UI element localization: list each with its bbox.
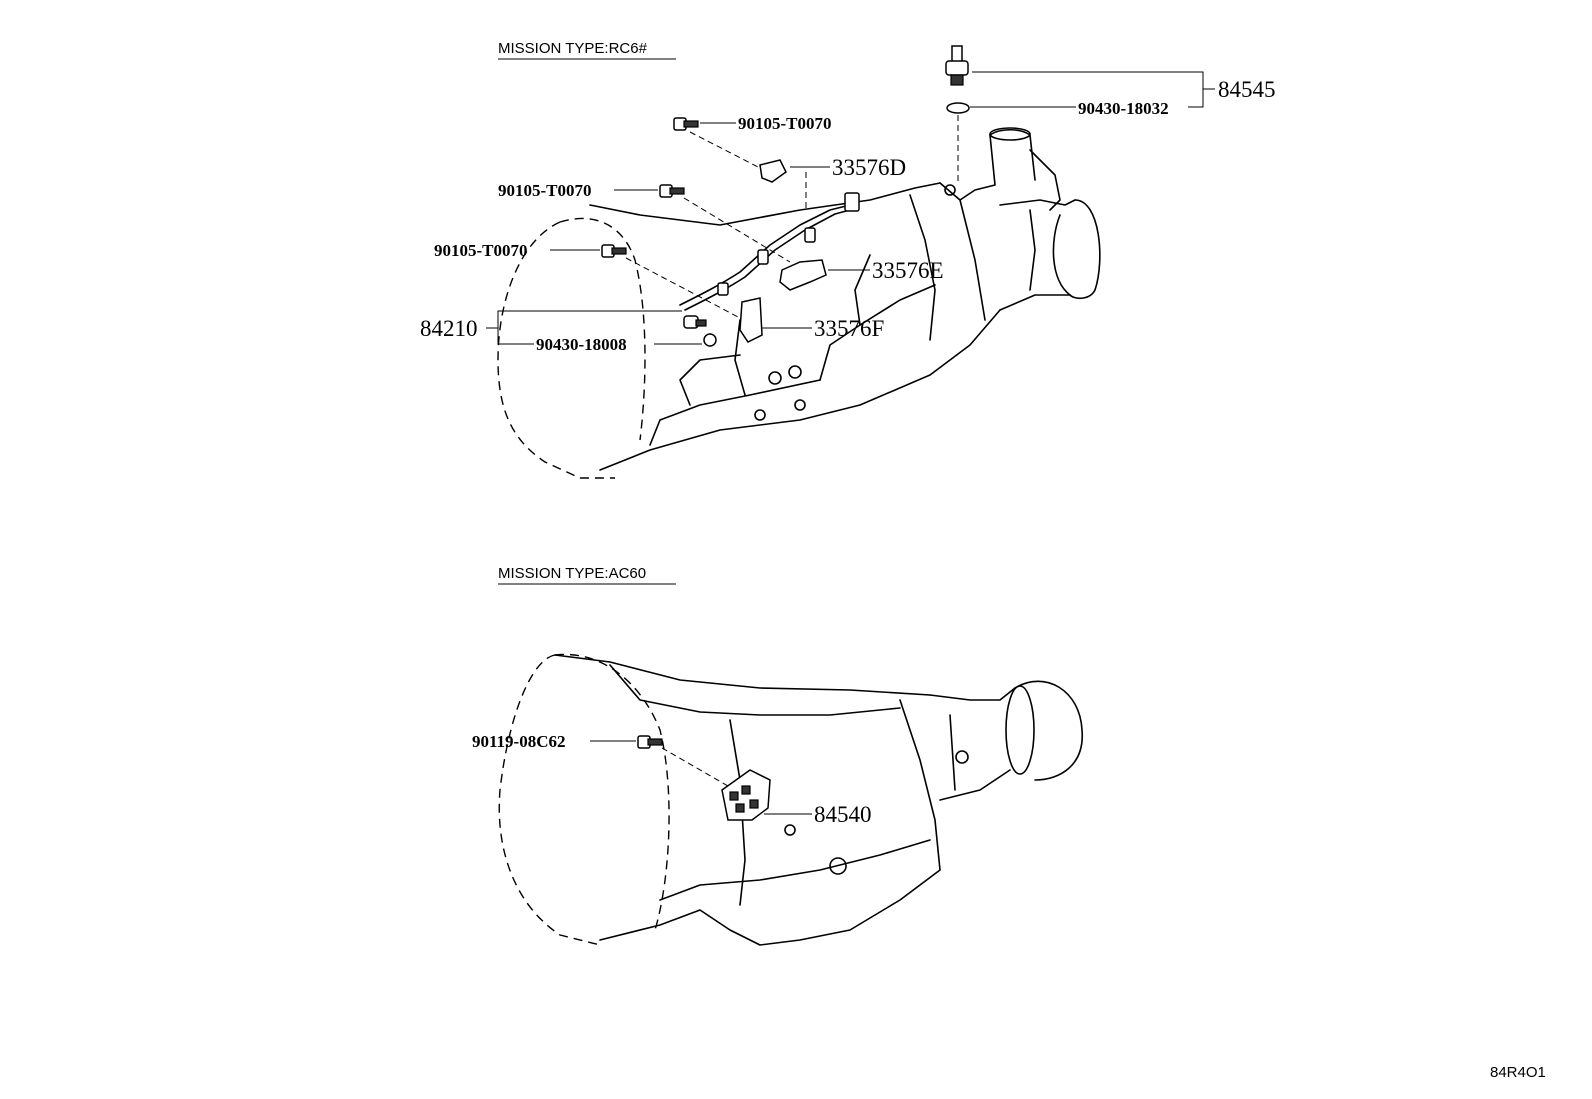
bolt-90105-T0070-mid: [659, 184, 685, 198]
label-90430-18008: 90430-18008: [536, 335, 627, 354]
section-title-ac60: MISSION TYPE:AC60: [498, 565, 646, 582]
part-84545-sensor: [945, 45, 969, 86]
bolt-90119-08C62: [637, 735, 663, 749]
boss-5: [944, 184, 956, 196]
boss-1: [768, 371, 782, 385]
leader-bolt-to-84540: [661, 747, 736, 791]
sensor-84545-thread: [950, 74, 964, 86]
section-rc6: MISSION TYPE:RC6#: [420, 40, 1276, 479]
label-33576D: 33576D: [832, 155, 906, 180]
sensor-84210-tip: [695, 319, 707, 327]
switch-84540-terminal-3: [735, 803, 745, 813]
bolt-90105-T0070-low: [601, 244, 627, 258]
tail-top: [999, 199, 1076, 206]
case-bottom-edge: [599, 309, 1001, 471]
case-lower-rib: [659, 839, 931, 901]
bell-housing-inner: [559, 217, 646, 441]
boss-1: [955, 750, 969, 764]
case-rib-2: [734, 319, 746, 396]
bell-housing-outline: [498, 654, 601, 946]
harness-connector: [844, 192, 860, 212]
case-rib-4: [854, 254, 871, 326]
tail-cap-outer: [1014, 680, 1083, 781]
leader-bolt-to-33576D: [689, 131, 761, 169]
bracket-33576F: [739, 297, 763, 343]
label-33576F: 33576F: [814, 316, 884, 341]
bolt-shank: [669, 187, 685, 195]
boss-2: [829, 857, 847, 875]
gasket-90430-18032: [946, 102, 970, 114]
bell-housing-inner: [554, 653, 670, 931]
tail-bottom: [999, 294, 1071, 311]
harness-clip-2: [804, 227, 816, 243]
boss-3: [784, 824, 796, 836]
bracket-33576E: [779, 259, 827, 291]
tail-top: [929, 687, 1016, 701]
bracket-33576D: [759, 159, 787, 183]
tower-right: [1029, 149, 1061, 211]
boss-4: [794, 399, 806, 411]
switch-84540-body: [721, 769, 771, 821]
bolt-shank: [611, 247, 627, 255]
case-rib-5: [909, 194, 936, 341]
transmission-ac60-drawing: [498, 653, 1083, 946]
switch-84540-terminal-1: [729, 791, 739, 801]
case-rib-2: [899, 699, 941, 871]
label-90119-08C62: 90119-08C62: [472, 732, 566, 751]
tail-bottom: [939, 769, 1011, 801]
label-84540: 84540: [814, 802, 872, 827]
tail-cap-inner: [1052, 214, 1071, 296]
switch-84540-terminal-4: [749, 799, 759, 809]
part-84540-switch: [721, 769, 771, 821]
case-bottom-edge: [599, 869, 941, 946]
leader-bracket-right: [1188, 72, 1204, 108]
tail-rib: [949, 714, 956, 791]
tail-cap-outer: [1069, 199, 1101, 300]
wire-harness: [679, 204, 851, 306]
case-lower-rib: [649, 379, 821, 446]
boss-2: [788, 365, 802, 379]
label-90105-T0070-low: 90105-T0070: [434, 241, 528, 260]
label-90430-18032: 90430-18032: [1078, 99, 1169, 118]
label-84545: 84545: [1218, 77, 1276, 102]
case-top-edge: [554, 654, 931, 696]
label-84210: 84210: [420, 316, 478, 341]
label-90105-T0070-mid: 90105-T0070: [498, 181, 592, 200]
harness-clip-3: [717, 282, 729, 296]
part-84210-sensor: [683, 315, 707, 329]
tail-rib: [1029, 209, 1036, 291]
leader-bolt-to-33576F: [625, 257, 741, 319]
bolt-90105-T0070-top: [673, 117, 699, 131]
diagram-ref-code: 84R4O1: [1490, 1064, 1546, 1081]
harness-clip-1: [757, 249, 769, 265]
case-rib-1: [679, 354, 741, 406]
tower-left: [959, 134, 996, 201]
gasket-90430-18008: [703, 333, 717, 347]
bolt-shank: [647, 738, 663, 746]
sensor-84545-hex: [945, 60, 969, 76]
section-ac60: MISSION TYPE:AC60: [472, 565, 1083, 946]
label-33576E: 33576E: [872, 258, 944, 283]
tower-opening: [989, 127, 1031, 141]
boss-3: [754, 409, 766, 421]
label-90105-T0070-top: 90105-T0070: [738, 114, 832, 133]
sensor-84545-connector: [951, 45, 963, 63]
bolt-shank: [683, 120, 699, 128]
case-upper-rib: [609, 664, 901, 716]
case-rib-6: [939, 182, 986, 321]
leader-bolt-to-33576E: [683, 197, 791, 263]
transmission-rc6-drawing: [497, 127, 1101, 479]
switch-84540-terminal-2: [741, 785, 751, 795]
bell-housing-outline: [497, 221, 615, 479]
case-top-edge: [589, 182, 941, 226]
tail-cap-inner: [1005, 685, 1035, 775]
section-title-rc6: MISSION TYPE:RC6#: [498, 40, 648, 57]
